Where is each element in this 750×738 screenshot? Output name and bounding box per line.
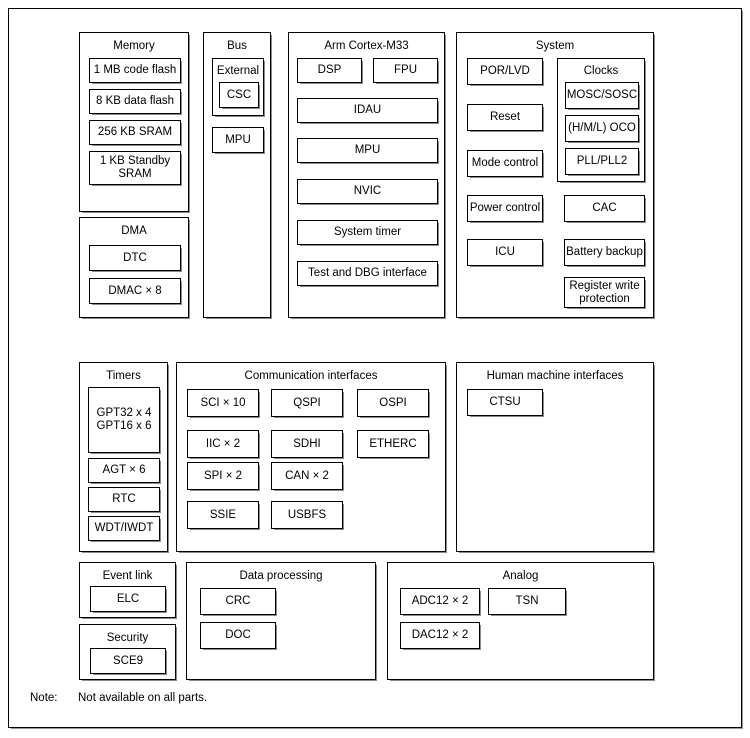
group-memory: Memory 1 MB code flash 8 KB data flash 2… bbox=[79, 32, 189, 212]
group-arm-cortex-m33: Arm Cortex-M33 DSP FPU IDAU MPU NVIC Sys… bbox=[288, 32, 445, 318]
block-code-flash[interactable]: 1 MB code flash bbox=[89, 58, 181, 83]
block-tsn[interactable]: TSN bbox=[488, 588, 566, 615]
block-mode-control[interactable]: Mode control bbox=[467, 150, 543, 177]
subgroup-external: External CSC bbox=[212, 58, 264, 116]
block-wdt-iwdt[interactable]: WDT/IWDT bbox=[88, 516, 160, 541]
block-data-flash[interactable]: 8 KB data flash bbox=[89, 89, 181, 114]
block-sram[interactable]: 256 KB SRAM bbox=[89, 120, 181, 145]
subgroup-external-title: External bbox=[216, 65, 260, 77]
group-bus: Bus External CSC MPU bbox=[203, 32, 271, 318]
block-can[interactable]: CAN × 2 bbox=[271, 462, 343, 490]
group-cpu-title: Arm Cortex-M33 bbox=[324, 40, 409, 52]
block-reset[interactable]: Reset bbox=[467, 104, 543, 131]
group-dma-title: DMA bbox=[121, 225, 147, 237]
block-sci[interactable]: SCI × 10 bbox=[187, 389, 259, 417]
block-ssie[interactable]: SSIE bbox=[187, 501, 259, 529]
block-spi[interactable]: SPI × 2 bbox=[187, 462, 259, 490]
subgroup-clocks: Clocks MOSC/SOSC (H/M/L) OCO PLL/PLL2 bbox=[557, 58, 645, 182]
group-analog: Analog ADC12 × 2 TSN DAC12 × 2 bbox=[387, 562, 654, 680]
block-rtc[interactable]: RTC bbox=[88, 487, 160, 512]
block-test-dbg-interface[interactable]: Test and DBG interface bbox=[297, 261, 438, 286]
block-bus-mpu[interactable]: MPU bbox=[212, 127, 264, 153]
block-doc[interactable]: DOC bbox=[200, 622, 276, 649]
block-fpu[interactable]: FPU bbox=[373, 58, 438, 83]
block-adc12[interactable]: ADC12 × 2 bbox=[400, 588, 480, 615]
group-bus-title: Bus bbox=[227, 40, 247, 52]
block-cpu-mpu[interactable]: MPU bbox=[297, 138, 438, 163]
block-idau[interactable]: IDAU bbox=[297, 98, 438, 123]
block-usbfs[interactable]: USBFS bbox=[271, 501, 343, 529]
block-dtc[interactable]: DTC bbox=[89, 245, 181, 271]
group-security: Security SCE9 bbox=[79, 624, 176, 680]
diagram-outer-frame bbox=[8, 8, 742, 728]
group-memory-title: Memory bbox=[113, 40, 155, 52]
note-text: Not available on all parts. bbox=[78, 692, 208, 704]
group-system-title: System bbox=[535, 40, 575, 52]
group-data-processing-title: Data processing bbox=[239, 570, 323, 582]
group-event-link-title: Event link bbox=[102, 570, 153, 582]
block-nvic[interactable]: NVIC bbox=[297, 179, 438, 204]
block-icu[interactable]: ICU bbox=[467, 239, 543, 266]
block-hml-oco[interactable]: (H/M/L) OCO bbox=[565, 115, 639, 142]
group-timers-title: Timers bbox=[106, 370, 141, 382]
block-system-timer[interactable]: System timer bbox=[297, 220, 438, 245]
block-dmac[interactable]: DMAC × 8 bbox=[89, 278, 181, 304]
block-power-control[interactable]: Power control bbox=[467, 195, 543, 222]
group-communication-interfaces: Communication interfaces SCI × 10 QSPI O… bbox=[176, 362, 446, 552]
group-communication-title: Communication interfaces bbox=[244, 370, 378, 382]
block-ctsu[interactable]: CTSU bbox=[467, 389, 543, 416]
group-event-link: Event link ELC bbox=[79, 562, 176, 618]
block-cac[interactable]: CAC bbox=[564, 195, 645, 222]
group-dma: DMA DTC DMAC × 8 bbox=[79, 217, 189, 318]
block-iic[interactable]: IIC × 2 bbox=[187, 430, 259, 458]
block-dsp[interactable]: DSP bbox=[297, 58, 362, 83]
block-battery-backup[interactable]: Battery backup bbox=[564, 239, 645, 266]
block-elc[interactable]: ELC bbox=[90, 586, 166, 612]
block-mosc-sosc[interactable]: MOSC/SOSC bbox=[565, 82, 639, 109]
block-register-write-protection[interactable]: Register write protection bbox=[564, 277, 645, 308]
group-analog-title: Analog bbox=[502, 570, 539, 582]
block-csc[interactable]: CSC bbox=[219, 82, 259, 108]
block-dac12[interactable]: DAC12 × 2 bbox=[400, 622, 480, 649]
block-crc[interactable]: CRC bbox=[200, 588, 276, 615]
block-etherc[interactable]: ETHERC bbox=[357, 430, 429, 458]
subgroup-clocks-title: Clocks bbox=[583, 65, 619, 77]
note-label: Note: bbox=[30, 692, 58, 704]
block-agt[interactable]: AGT × 6 bbox=[88, 458, 160, 483]
block-ospi[interactable]: OSPI bbox=[357, 389, 429, 417]
block-gpt[interactable]: GPT32 x 4 GPT16 x 6 bbox=[88, 387, 160, 453]
group-timers: Timers GPT32 x 4 GPT16 x 6 AGT × 6 RTC W… bbox=[79, 362, 168, 552]
block-sce9[interactable]: SCE9 bbox=[90, 648, 166, 674]
block-qspi[interactable]: QSPI bbox=[271, 389, 343, 417]
block-standby-sram[interactable]: 1 KB Standby SRAM bbox=[89, 151, 181, 185]
block-por-lvd[interactable]: POR/LVD bbox=[467, 58, 543, 85]
group-hmi-title: Human machine interfaces bbox=[486, 370, 624, 382]
block-sdhi[interactable]: SDHI bbox=[271, 430, 343, 458]
group-data-processing: Data processing CRC DOC bbox=[186, 562, 376, 680]
block-pll-pll2[interactable]: PLL/PLL2 bbox=[565, 148, 639, 175]
group-system: System POR/LVD Reset Mode control Power … bbox=[456, 32, 654, 318]
group-security-title: Security bbox=[106, 632, 149, 644]
group-human-machine-interfaces: Human machine interfaces CTSU bbox=[456, 362, 654, 552]
